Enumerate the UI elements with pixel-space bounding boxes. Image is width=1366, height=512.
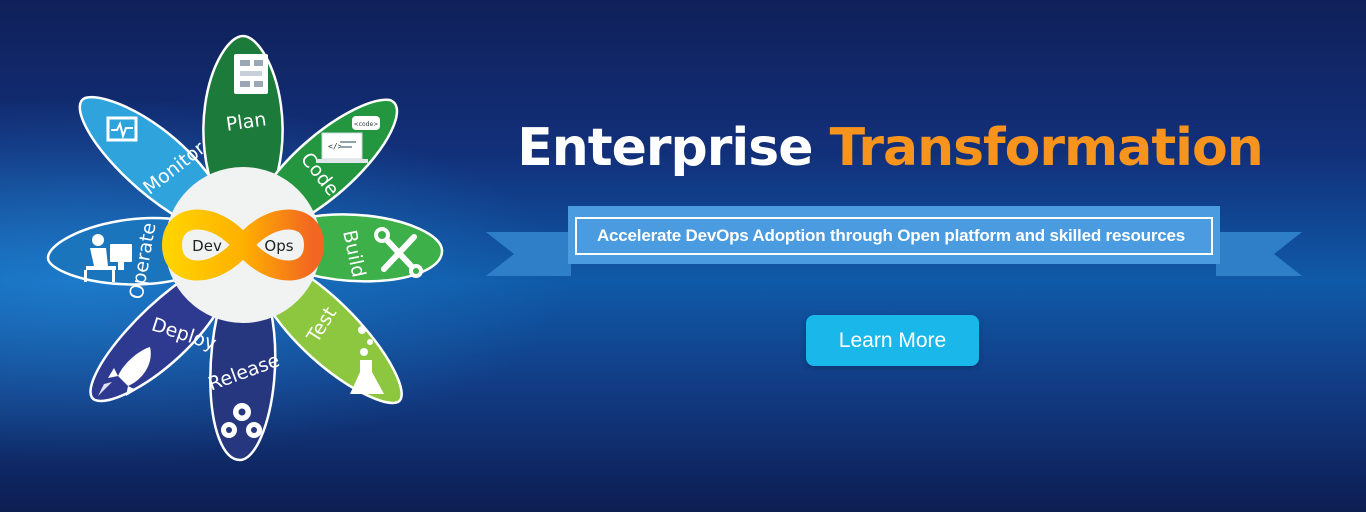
devops-diagram: Dev Ops Plan Code Build Test Release Dep… [46,34,444,462]
svg-text:</>: </> [328,142,343,151]
ribbon-text: Accelerate DevOps Adoption through Open … [596,226,1186,245]
laptop-code-icon: </> <code> [316,116,380,163]
rocket-icon [98,347,151,396]
flowchart-icon [234,54,268,94]
center-ops-label: Ops [264,237,293,255]
center-dev-label: Dev [192,237,222,255]
gears-icon [221,403,262,438]
svg-text:<code>: <code> [354,121,379,128]
headline-part-1: Enterprise [517,118,813,178]
headline-part-2: Transformation [829,118,1264,178]
flask-icon [350,326,384,394]
ribbon-banner [486,206,1302,276]
infinity-symbol [161,209,325,281]
tools-icon [374,227,423,278]
monitor-icon [106,116,138,142]
operator-icon [84,234,132,282]
headline: Enterprise Transformation [500,118,1280,178]
learn-more-button[interactable]: Learn More [806,315,979,366]
